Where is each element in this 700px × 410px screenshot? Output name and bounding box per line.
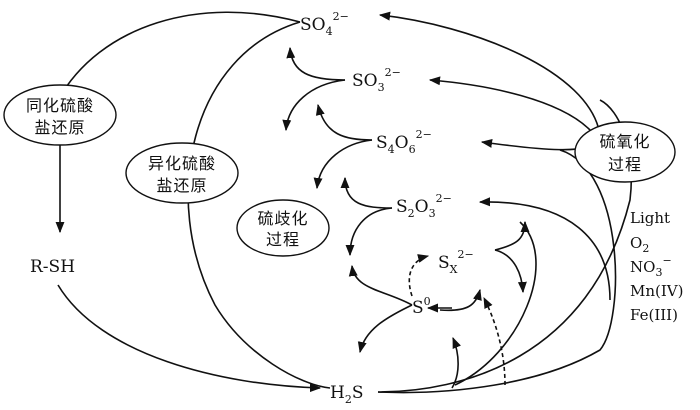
disproportionation-arrows	[282, 46, 530, 354]
oxidant-conditions: Light O2 NO3− Mn(IV) Fe(III)	[630, 209, 683, 324]
svg-text:硫歧化: 硫歧化	[257, 209, 308, 228]
svg-text:Mn(IV): Mn(IV)	[630, 282, 683, 300]
svg-text:同化硫酸: 同化硫酸	[26, 96, 94, 115]
dissimilatory-reduction-arcs	[187, 21, 331, 389]
svg-text:异化硫酸: 异化硫酸	[148, 154, 216, 173]
dashed-arrows	[408, 254, 506, 386]
polysulfide-label: SX2−	[438, 248, 474, 276]
elemental-sulfur-label: S0	[412, 295, 431, 318]
oxidation-arcs	[377, 11, 632, 394]
svg-text:O2: O2	[630, 234, 649, 255]
assimilatory-reduction-arcs	[55, 11, 301, 234]
disproportionation-label: 硫歧化 过程	[236, 199, 330, 257]
thiosulfate-label: S2O32−	[396, 192, 452, 220]
assimilatory-reduction-label: 同化硫酸 盐还原	[3, 84, 117, 146]
svg-text:Fe(III): Fe(III)	[630, 306, 678, 324]
svg-text:盐还原: 盐还原	[156, 176, 207, 195]
svg-text:硫氧化: 硫氧化	[599, 132, 650, 151]
svg-text:过程: 过程	[608, 155, 642, 174]
sulfur-oxidation-label: 硫氧化 过程	[574, 121, 676, 183]
sulfite-label: SO32−	[352, 66, 401, 94]
rsh-to-h2s-arrow	[57, 284, 322, 393]
svg-text:盐还原: 盐还原	[34, 118, 85, 137]
thiol-label: R-SH	[30, 257, 75, 277]
hydrogen-sulfide-label: H2S	[330, 383, 363, 406]
svg-text:过程: 过程	[266, 230, 300, 249]
svg-text:NO3−: NO3−	[630, 254, 672, 279]
svg-text:Light: Light	[630, 209, 670, 227]
tetrathionate-label: S4O62−	[376, 128, 432, 156]
dissimilatory-reduction-label: 异化硫酸 盐还原	[125, 142, 239, 204]
sulfate-label: SO42−	[300, 10, 349, 38]
